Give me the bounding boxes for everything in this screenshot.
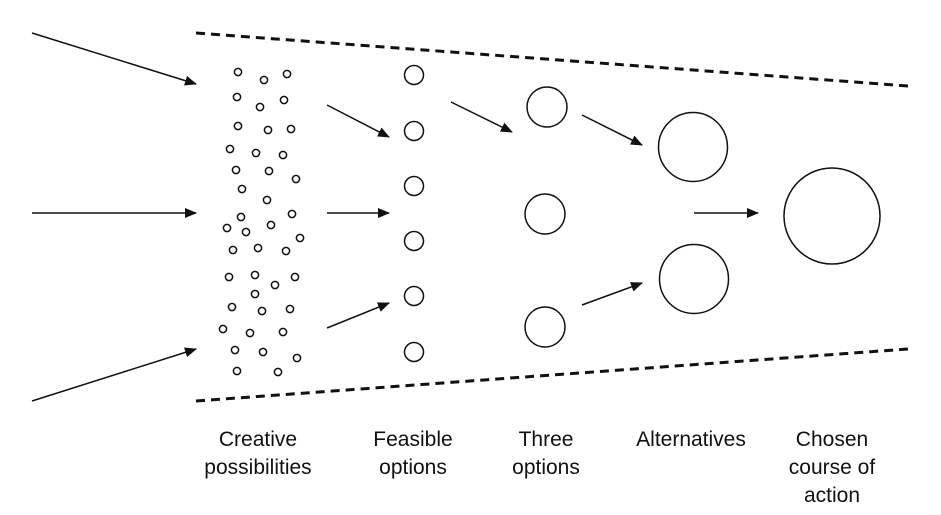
creative-possibility-circle <box>236 212 246 222</box>
creative-possibility-circle <box>251 148 261 158</box>
creative-possibility-circle <box>250 270 260 280</box>
flow-arrow <box>31 347 197 402</box>
creative-possibility-circle <box>224 272 234 282</box>
label-feasible-options: Feasible options <box>373 428 453 479</box>
creative-possibility-circle <box>233 67 243 77</box>
creative-possibility-circle <box>228 245 238 255</box>
label-creative-possibilities: Creative possibilities <box>204 428 312 479</box>
creative-possibility-circle <box>231 165 241 175</box>
creative-possibility-circle <box>273 367 283 377</box>
creative-possibility-circle <box>233 121 243 131</box>
creative-possibility-circle <box>257 306 267 316</box>
feasible-option-circle <box>403 120 425 142</box>
three-option-circle <box>524 306 566 348</box>
label-three-options: Three options <box>512 428 580 479</box>
creative-possibility-circle <box>278 327 288 337</box>
option-circles <box>218 64 881 377</box>
creative-possibility-circle <box>270 280 280 290</box>
feasible-option-circle <box>403 341 425 363</box>
feasible-option-circle <box>403 285 425 307</box>
creative-possibility-circle <box>245 328 255 338</box>
creative-possibility-circle <box>266 220 276 230</box>
feasible-option-circle <box>403 230 425 252</box>
creative-possibility-circle <box>285 304 295 314</box>
creative-possibility-circle <box>227 302 237 312</box>
three-option-circle <box>524 193 566 235</box>
three-option-circle <box>526 86 568 128</box>
creative-possibility-circle <box>262 195 272 205</box>
creative-possibility-circle <box>237 184 247 194</box>
feasible-option-circle <box>403 175 425 197</box>
alternative-circle <box>658 243 730 315</box>
creative-possibility-circle <box>278 150 288 160</box>
creative-possibility-circle <box>250 289 260 299</box>
flow-arrow <box>581 282 643 306</box>
flow-arrow <box>31 32 197 86</box>
creative-possibility-circle <box>230 345 240 355</box>
creative-possibility-circle <box>218 324 228 334</box>
creative-possibility-circle <box>287 209 297 219</box>
creative-possibility-circle <box>225 144 235 154</box>
creative-possibility-circle <box>263 125 273 135</box>
creative-possibility-circle <box>259 75 269 85</box>
flow-arrow <box>581 114 643 146</box>
alternative-circle <box>657 111 729 183</box>
creative-possibility-circle <box>255 102 265 112</box>
label-chosen-course-of-action: Chosen course of action <box>788 428 876 507</box>
flow-arrow <box>326 302 390 329</box>
flow-arrow <box>450 101 513 133</box>
creative-possibility-circle <box>292 353 302 363</box>
feasible-option-circle <box>403 64 425 86</box>
creative-possibility-circle <box>241 227 251 237</box>
flow-arrow <box>326 104 390 138</box>
creative-possibility-circle <box>222 223 232 233</box>
creative-possibility-circle <box>264 166 274 176</box>
creative-possibility-circle <box>232 366 242 376</box>
creative-possibility-circle <box>258 347 268 357</box>
creative-possibility-circle <box>279 95 289 105</box>
creative-possibility-circle <box>232 92 242 102</box>
creative-possibility-circle <box>282 69 292 79</box>
creative-possibility-circle <box>253 243 263 253</box>
chosen-course-circle <box>783 167 881 265</box>
creative-possibility-circle <box>281 246 291 256</box>
creative-possibility-circle <box>291 174 301 184</box>
flow-arrows <box>31 32 759 402</box>
label-alternatives: Alternatives <box>636 428 746 451</box>
creative-possibility-circle <box>286 124 296 134</box>
creative-possibility-circle <box>295 233 305 243</box>
funnel-bottom-line <box>195 347 909 403</box>
funnel-top-line <box>195 31 909 88</box>
creative-possibility-circle <box>290 272 300 282</box>
